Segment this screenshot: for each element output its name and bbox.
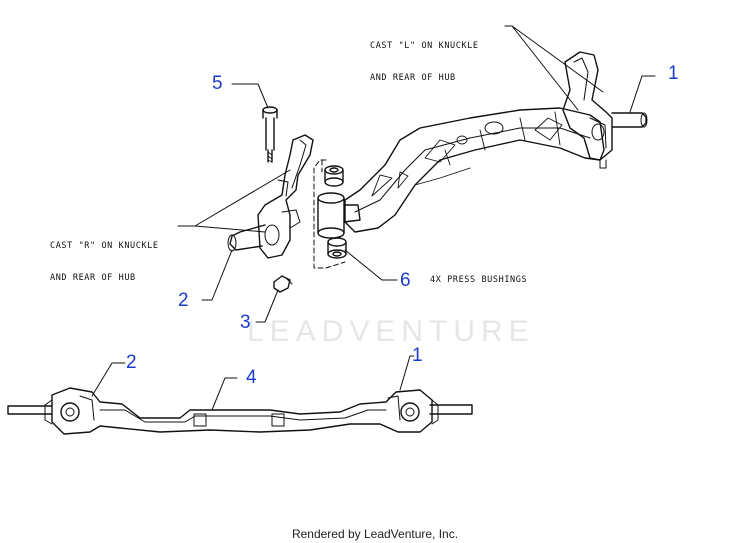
bolt-part (262, 106, 278, 163)
callout-1-top[interactable]: 1 (668, 63, 679, 84)
callout-3[interactable]: 3 (240, 312, 251, 333)
leader-lines-bottom (91, 355, 415, 411)
note-cast-r-line1: CAST "R" ON KNUCKLE (50, 241, 159, 252)
leader-lines-top (177, 25, 656, 323)
knuckle-l-exploded (562, 51, 648, 169)
axle-assembled (7, 387, 473, 435)
callout-2-bottom[interactable]: 2 (126, 352, 137, 373)
note-cast-l: CAST "L" ON KNUCKLE AND REAR OF HUB (370, 20, 479, 105)
watermark-text: LEADVENTURE (247, 315, 535, 348)
callout-4[interactable]: 4 (246, 367, 257, 388)
press-bushings (324, 165, 347, 259)
assembly-dashed-box (313, 159, 346, 269)
note-cast-r: CAST "R" ON KNUCKLE AND REAR OF HUB (50, 220, 159, 305)
callout-5[interactable]: 5 (212, 73, 223, 94)
callout-2-top[interactable]: 2 (178, 290, 189, 311)
note-cast-l-line2: AND REAR OF HUB (370, 73, 456, 84)
callout-1-bottom[interactable]: 1 (412, 345, 423, 366)
note-cast-l-line1: CAST "L" ON KNUCKLE (370, 41, 479, 52)
beam-pivot-tube (317, 192, 361, 239)
callout-6[interactable]: 6 (400, 270, 411, 291)
knuckle-r-exploded (227, 134, 314, 259)
note-cast-r-line2: AND REAR OF HUB (50, 273, 136, 284)
nut-part (273, 275, 293, 293)
axle-beam-exploded (344, 107, 605, 233)
footer-credit: Rendered by LeadVenture, Inc. (291, 527, 459, 541)
note-bushings: 4X PRESS BUSHINGS (430, 275, 528, 285)
